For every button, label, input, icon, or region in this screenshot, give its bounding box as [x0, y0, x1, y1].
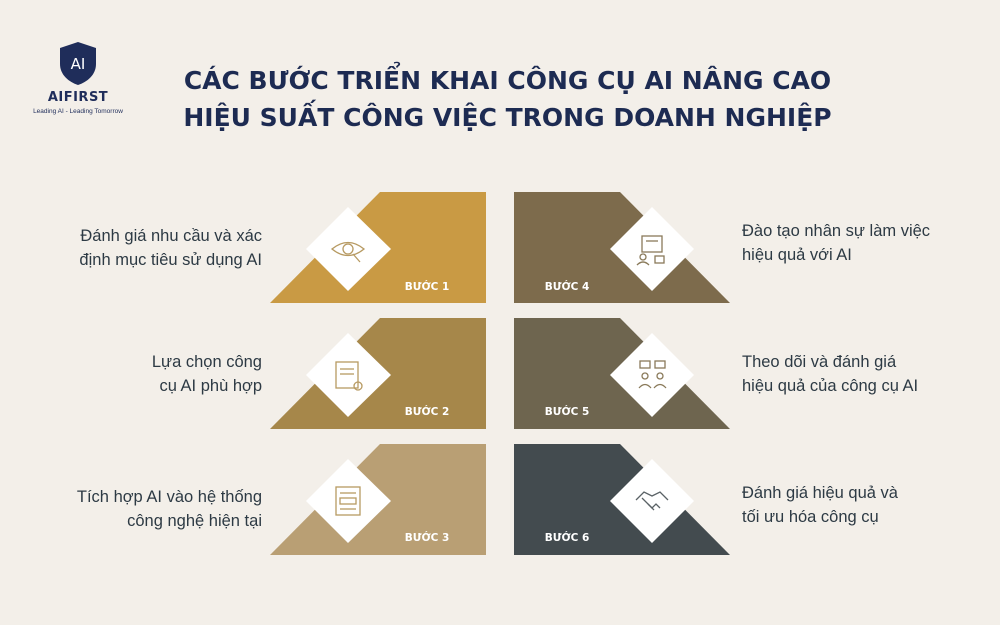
step-2: BƯỚC 2: [270, 318, 486, 429]
certificate-icon: [335, 361, 363, 391]
step-3-text-line-2: công nghệ hiện tại: [127, 512, 262, 530]
step-2-label: BƯỚC 2: [405, 405, 450, 418]
document-form-icon: [335, 486, 361, 516]
training-icon: [636, 235, 665, 266]
logo-mark: AI: [71, 55, 86, 73]
step-4-icon-diamond: [610, 207, 694, 291]
logo-name: AIFIRST: [47, 90, 109, 105]
step-4-label: BƯỚC 4: [545, 280, 590, 293]
title-line-1: CÁC BƯỚC TRIỂN KHAI CÔNG CỤ AI NÂNG CAO: [183, 66, 832, 95]
step-2-text-line-2: cụ AI phù hợp: [159, 377, 262, 395]
step-4-text: Đào tạo nhân sự làm việc hiệu quả với AI: [742, 219, 930, 267]
step-2-text: Lựa chọn công cụ AI phù hợp: [152, 350, 262, 398]
step-1-text-line-2: định mục tiêu sử dụng AI: [79, 251, 262, 269]
step-3-text: Tích hợp AI vào hệ thống công nghệ hiện …: [77, 485, 262, 533]
step-5-text: Theo dõi và đánh giá hiệu quả của công c…: [742, 350, 918, 398]
step-2-text-line-1: Lựa chọn công: [151, 353, 262, 371]
page-title: CÁC BƯỚC TRIỂN KHAI CÔNG CỤ AI NÂNG CAO …: [150, 62, 865, 136]
step-6-icon-diamond: [610, 459, 694, 543]
step-6: BƯỚC 6: [514, 444, 730, 555]
logo-shield-icon: AI: [60, 42, 96, 85]
step-4-text-line-2: hiệu quả với AI: [742, 246, 852, 264]
title-line-2: HIỆU SUẤT CÔNG VIỆC TRONG DOANH NGHIỆP: [183, 103, 832, 132]
step-6-text-line-2: tối ưu hóa công cụ: [742, 508, 879, 526]
step-3-icon-diamond: [306, 459, 391, 543]
step-1-label: BƯỚC 1: [405, 280, 450, 293]
step-3: BƯỚC 3: [270, 444, 486, 555]
step-5-icon-diamond: [610, 333, 694, 417]
step-1-text-line-1: Đánh giá nhu cầu và xác: [80, 227, 262, 245]
step-4: BƯỚC 4: [514, 192, 730, 303]
step-3-text-line-1: Tích hợp AI vào hệ thống: [76, 488, 262, 506]
step-1-text: Đánh giá nhu cầu và xác định mục tiêu sử…: [79, 224, 262, 272]
step-6-text-line-1: Đánh giá hiệu quả và: [742, 484, 898, 502]
step-5-label: BƯỚC 5: [545, 405, 590, 418]
handshake-icon: [635, 491, 669, 511]
step-1-icon-diamond: [306, 207, 391, 291]
logo: AI AIFIRST Leading AI - Leading Tomorrow: [30, 40, 126, 115]
step-5-text-line-1: Theo dõi và đánh giá: [742, 353, 897, 371]
step-6-text: Đánh giá hiệu quả và tối ưu hóa công cụ: [742, 481, 898, 529]
step-1: BƯỚC 1: [270, 192, 486, 303]
step-2-icon-diamond: [306, 333, 391, 417]
discussion-icon: [638, 360, 667, 389]
eye-search-icon: [330, 241, 366, 263]
step-5: BƯỚC 5: [514, 318, 730, 429]
step-4-text-line-1: Đào tạo nhân sự làm việc: [742, 222, 931, 240]
step-6-label: BƯỚC 6: [545, 531, 590, 544]
step-5-text-line-2: hiệu quả của công cụ AI: [742, 377, 919, 395]
logo-tagline: Leading AI - Leading Tomorrow: [33, 108, 123, 115]
step-3-label: BƯỚC 3: [405, 531, 450, 544]
